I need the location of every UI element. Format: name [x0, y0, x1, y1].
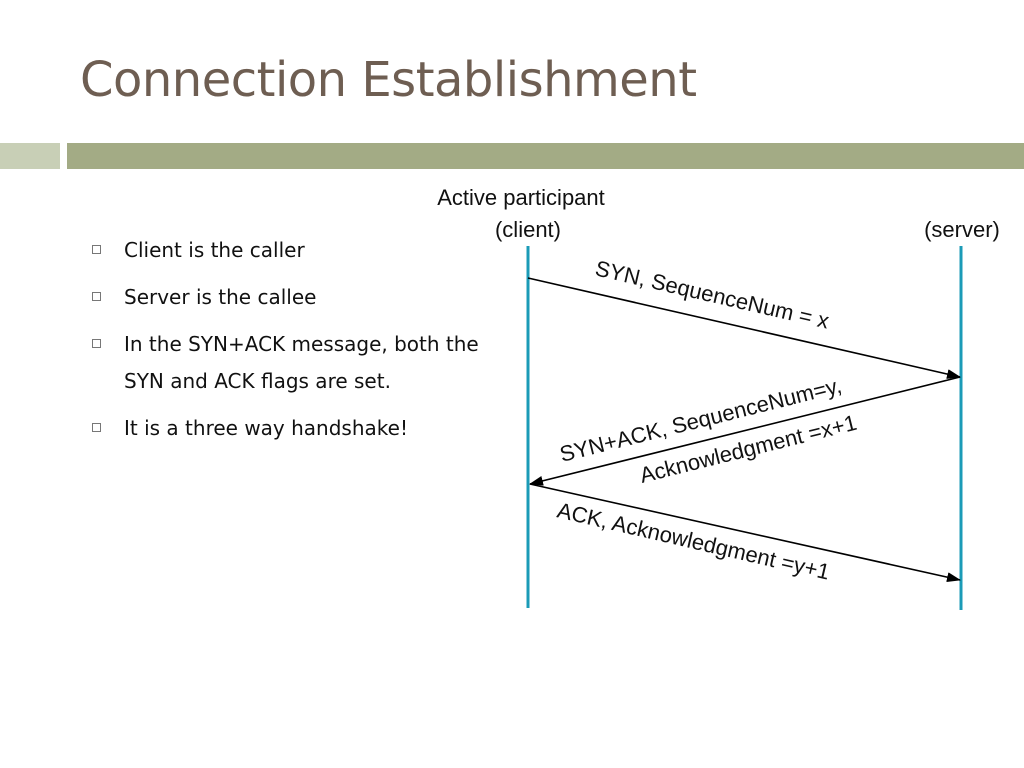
bullet-item: Client is the caller — [92, 232, 512, 269]
bullet-item: It is a three way handshake! — [92, 410, 512, 447]
bullet-text: In the SYN+ACK message, both the SYN and… — [124, 332, 479, 393]
server-label: (server) — [924, 217, 1000, 242]
bullet-item: Server is the callee — [92, 279, 512, 316]
syn-arrow — [527, 277, 961, 379]
bullet-text: Client is the caller — [124, 238, 305, 262]
bullet-text: It is a three way handshake! — [124, 416, 408, 440]
ack-arrow — [529, 483, 961, 583]
bullet-square-icon — [92, 339, 101, 348]
client-label-line1: Active participant — [437, 185, 605, 210]
syn-label: SYN, SequenceNum = x — [593, 256, 832, 334]
slide-title: Connection Establishment — [80, 52, 697, 108]
title-band-right — [67, 143, 1024, 169]
bullet-square-icon — [92, 292, 101, 301]
ack-label: ACK, Acknowledgment =y+1 — [555, 498, 832, 585]
bullet-square-icon — [92, 245, 101, 254]
bullet-square-icon — [92, 423, 101, 432]
title-band-left — [0, 143, 60, 169]
synack-arrow — [529, 376, 961, 486]
bullet-list: Client is the caller Server is the calle… — [92, 232, 512, 461]
bullet-item: In the SYN+ACK message, both the SYN and… — [92, 326, 512, 400]
bullet-text: Server is the callee — [124, 285, 317, 309]
client-label-line2: (client) — [495, 217, 561, 242]
